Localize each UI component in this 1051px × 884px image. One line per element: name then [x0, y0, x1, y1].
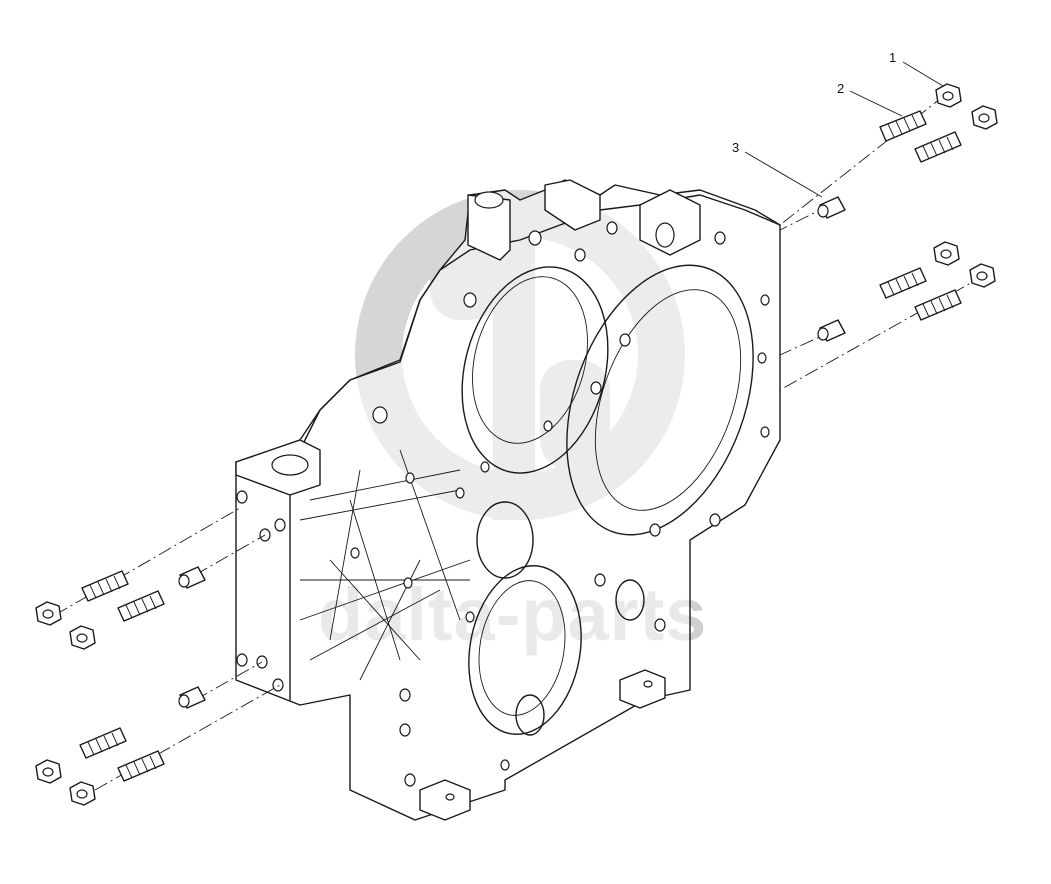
callout-2-label: 2 — [837, 81, 844, 96]
callout-1-label: 1 — [889, 50, 896, 65]
hex-nut — [35, 601, 62, 626]
bolt-holes — [236, 221, 770, 787]
hex-nut — [933, 241, 960, 266]
left-upper-hardware — [35, 566, 206, 650]
callout-2: 2 — [837, 81, 903, 117]
hex-nut — [69, 625, 96, 650]
dowel-pin — [178, 686, 206, 709]
threaded-stud — [879, 110, 927, 142]
mid-right-hardware — [817, 241, 996, 342]
threaded-stud — [81, 570, 129, 602]
gear-housing — [235, 179, 781, 821]
hex-nut — [971, 105, 998, 130]
callout-1: 1 — [889, 50, 944, 87]
threaded-stud — [914, 289, 962, 321]
left-lower-hardware — [35, 686, 206, 806]
threaded-stud — [117, 750, 165, 782]
hex-nut — [35, 759, 62, 784]
hex-nut — [969, 263, 996, 288]
threaded-stud — [879, 267, 927, 299]
callout-3: 3 — [732, 140, 823, 198]
upper-right-hardware — [817, 83, 998, 219]
dowel-pin — [817, 196, 846, 219]
hex-nut — [935, 83, 962, 108]
dowel-pin — [817, 319, 846, 342]
hex-nut — [69, 781, 96, 806]
threaded-stud — [79, 727, 127, 759]
threaded-stud — [117, 590, 165, 622]
callout-3-label: 3 — [732, 140, 739, 155]
threaded-stud — [914, 131, 962, 163]
dowel-pin — [178, 566, 206, 589]
